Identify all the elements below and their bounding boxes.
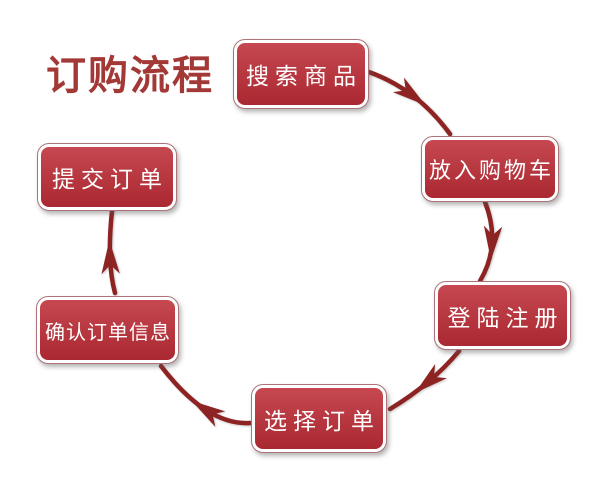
arrow-search-to-cart (363, 68, 453, 137)
step-box-add-to-cart: 放入购物车 (421, 136, 559, 202)
step-label: 登陆注册 (438, 285, 567, 346)
step-label: 选择订单 (255, 388, 383, 449)
step-label: 确认订单信息 (40, 300, 175, 360)
step-box-confirm-order-info: 确认订单信息 (36, 296, 179, 364)
step-box-login-register: 登陆注册 (434, 281, 571, 350)
arrow-select-to-confirm (158, 363, 253, 427)
step-box-search-products: 搜索商品 (233, 39, 369, 109)
step-box-select-order: 选择订单 (251, 384, 387, 453)
diagram-title: 订购流程 (46, 54, 214, 98)
step-box-submit-order: 提交订单 (37, 143, 177, 211)
arrow-cart-to-login (477, 199, 503, 284)
arrow-login-to-select (387, 348, 462, 412)
step-label: 放入购物车 (425, 140, 555, 198)
step-label: 提交订单 (41, 147, 173, 207)
step-label: 搜索商品 (237, 43, 365, 105)
arrow-confirm-to-submit (101, 208, 120, 296)
